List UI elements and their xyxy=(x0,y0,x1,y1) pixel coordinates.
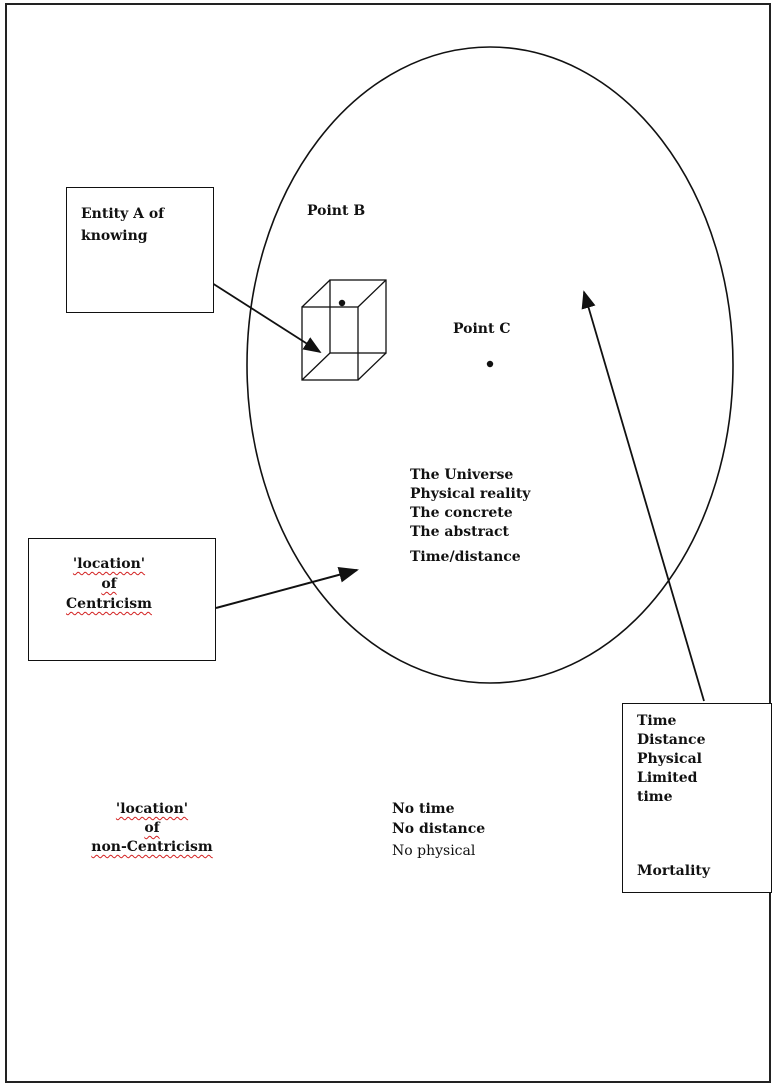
point-b-dot xyxy=(338,299,346,307)
universe-item: The concrete xyxy=(410,505,513,521)
entity-a-box: Entity A of knowing xyxy=(66,187,214,313)
point-c-dot xyxy=(486,360,494,368)
outside-line3: No physical xyxy=(392,843,476,859)
universe-ellipse xyxy=(246,46,734,684)
centricism-arrow xyxy=(215,566,359,609)
universe-item: The abstract xyxy=(410,524,510,540)
non-centricism-line2: of xyxy=(144,820,160,836)
universe-item: Time/distance xyxy=(410,549,521,565)
centricism-line1: 'location' xyxy=(72,556,146,572)
non-centricism-line3: non-Centricism xyxy=(91,839,213,855)
mortality-arrow xyxy=(581,290,705,702)
outside-line2: No distance xyxy=(392,821,486,837)
mortality-box: Time Distance Physical Limited time Mort… xyxy=(622,703,772,893)
centricism-line2: of xyxy=(101,576,117,592)
point-b-label: Point B xyxy=(307,203,366,219)
mortality-item: Time xyxy=(637,713,677,729)
entity-arrow xyxy=(211,282,322,353)
mortality-item: time xyxy=(637,789,673,805)
mortality-label: Mortality xyxy=(637,863,710,879)
outside-line1: No time xyxy=(392,801,455,817)
non-centricism-line1: 'location' xyxy=(115,801,189,817)
entity-a-line2: knowing xyxy=(81,228,148,244)
mortality-item: Distance xyxy=(637,732,706,748)
universe-item: The Universe xyxy=(410,467,514,483)
cube-icon xyxy=(301,279,387,381)
mortality-list: Time Distance Physical Limited time xyxy=(637,712,706,807)
mortality-item: Limited xyxy=(637,770,698,786)
non-centricism-label: 'location' of non-Centricism xyxy=(62,800,242,857)
centricism-line3: Centricism xyxy=(66,596,152,612)
point-c-label: Point C xyxy=(453,321,511,337)
mortality-item: Physical xyxy=(637,751,702,767)
universe-item: Physical reality xyxy=(410,486,531,502)
entity-a-line1: Entity A of xyxy=(81,206,165,222)
universe-list: The Universe Physical reality The concre… xyxy=(410,466,530,567)
